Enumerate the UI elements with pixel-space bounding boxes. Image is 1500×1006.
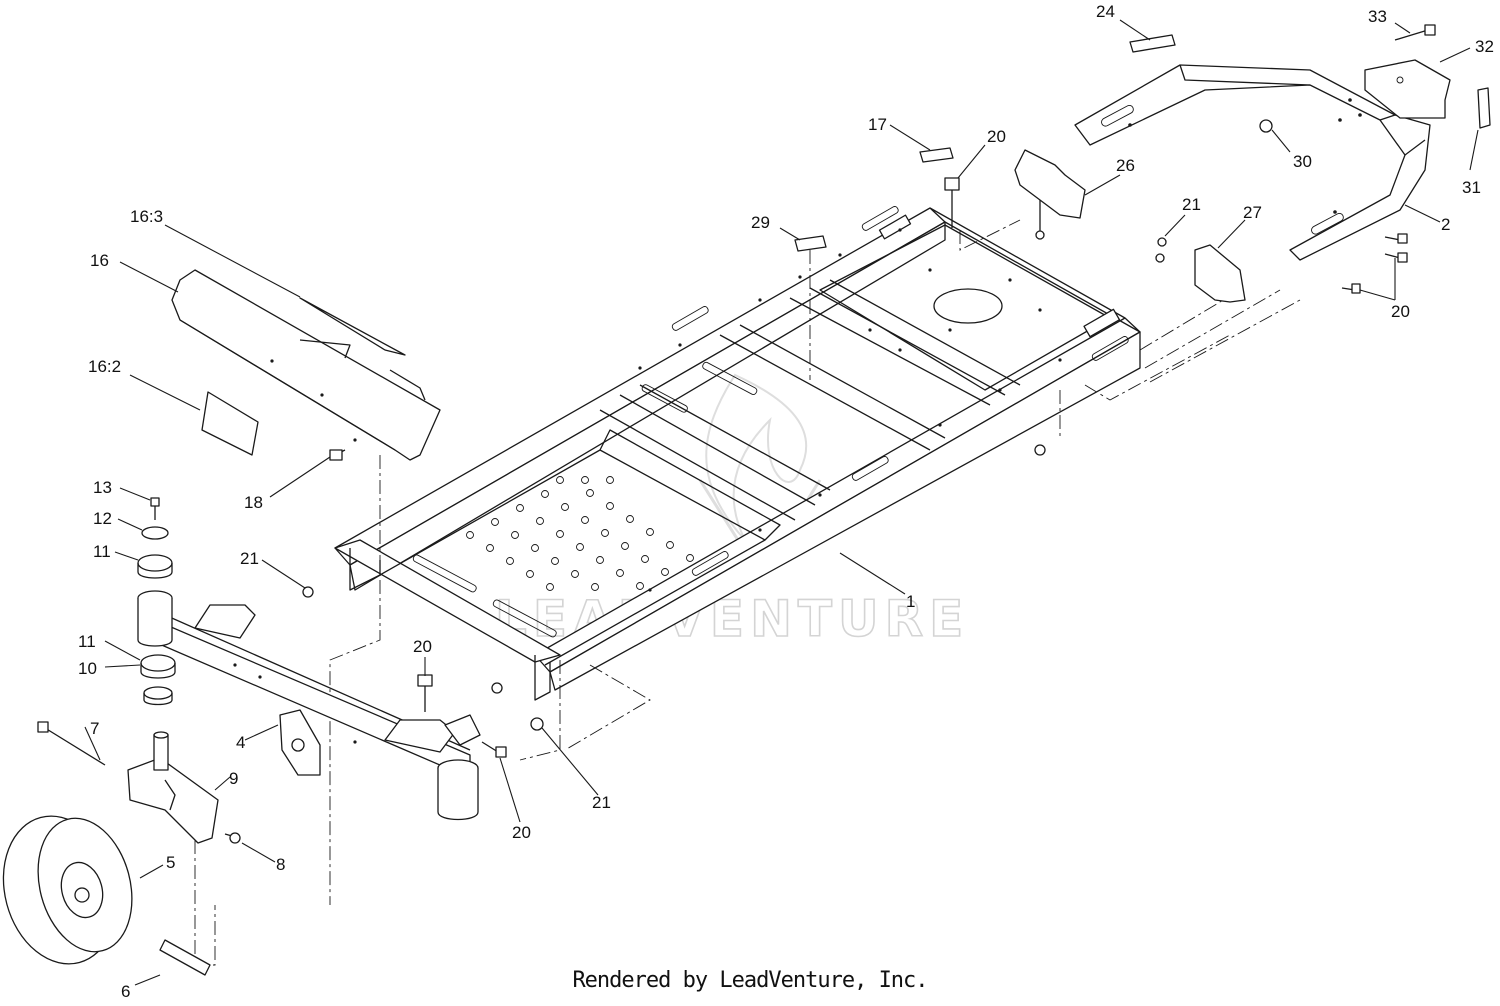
callout-18: 18 [244,493,263,512]
callout-27: 27 [1243,203,1262,222]
bearings-and-washers [137,497,176,706]
hood-cover [171,269,441,461]
callout-20-right: 20 [1391,302,1410,321]
callout-24: 24 [1096,2,1115,21]
callout-12: 12 [93,509,112,528]
callout-20-top: 20 [987,127,1006,146]
callout-9: 9 [229,769,238,788]
callout-5: 5 [166,853,175,872]
caster-fork [37,721,241,966]
callout-10: 10 [78,659,97,678]
callout-21-left: 21 [240,549,259,568]
callout-32: 32 [1475,37,1494,56]
callout-20-axle: 20 [413,637,432,656]
front-axle [137,590,481,821]
callout-26: 26 [1116,156,1135,175]
callout-2: 2 [1441,215,1450,234]
rear-bumper [1074,24,1491,261]
callout-4: 4 [236,733,245,752]
caster-wheel [2,815,211,976]
callout-8: 8 [276,855,285,874]
callout-21-bottom: 21 [592,793,611,812]
floor-plate-holes [466,476,694,591]
callout-7: 7 [90,719,99,738]
callout-30: 30 [1293,152,1312,171]
callout-20-bottom: 20 [512,823,531,842]
callout-16: 16 [90,251,109,270]
leader-lines [84,19,1479,986]
callout-21-right: 21 [1182,195,1201,214]
callout-29: 29 [751,213,770,232]
brackets [794,147,1408,456]
callout-1: 1 [906,592,915,611]
rail-holes [638,228,1062,592]
callout-31: 31 [1462,178,1481,197]
callout-16-3: 16:3 [130,207,163,226]
main-frame [329,206,1301,905]
callout-17: 17 [868,115,887,134]
callout-numbers: 1 2 4 5 6 7 8 9 10 11 11 12 13 16 16:2 1… [78,2,1494,1001]
callout-33: 33 [1368,7,1387,26]
callout-11-upper: 11 [93,542,111,561]
callout-16-2: 16:2 [88,357,121,376]
callout-13: 13 [93,478,112,497]
callout-6: 6 [121,982,130,1001]
callout-11-lower: 11 [78,632,96,651]
footer-credit: Rendered by LeadVenture, Inc. [572,968,928,993]
